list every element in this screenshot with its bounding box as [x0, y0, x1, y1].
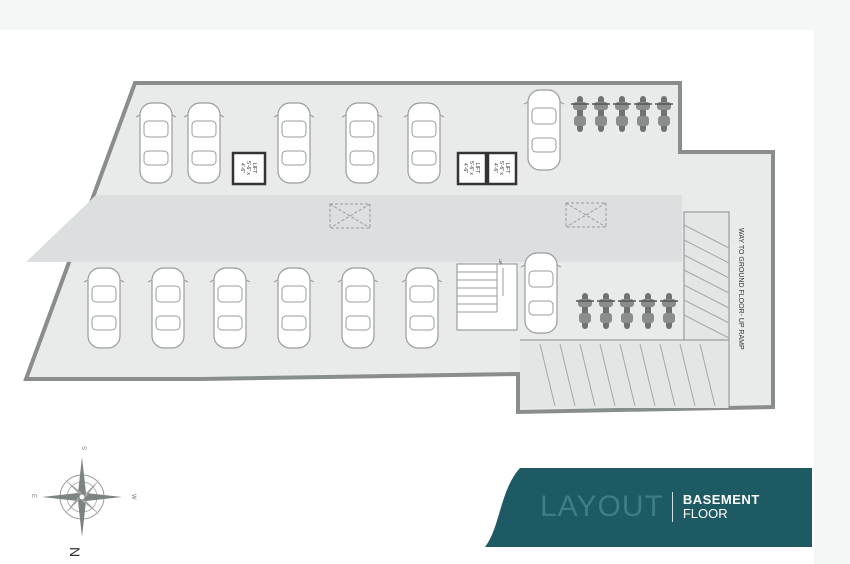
layout-title: LAYOUT — [540, 490, 664, 523]
staircase — [456, 263, 518, 331]
lift-3-size-w: 5'-6" x — [498, 161, 504, 175]
background-top — [0, 0, 850, 30]
lift-3-size-h: 4'-6" — [492, 163, 498, 173]
car-slot — [135, 102, 177, 184]
lift-1 — [231, 151, 267, 186]
compass-north: N — [67, 547, 83, 557]
title-separator — [671, 492, 673, 522]
title-banner — [485, 468, 812, 547]
floor-label-line2: FLOOR — [682, 506, 728, 521]
car-slot — [520, 252, 562, 334]
compass-east: E — [30, 494, 36, 498]
car-slot — [273, 102, 315, 184]
lift-3 — [486, 151, 518, 186]
car-slot — [273, 267, 315, 349]
lift-3-label: LIFT — [504, 163, 510, 173]
background-right — [814, 30, 850, 564]
title-block: LAYOUT BASEMENT FLOOR — [540, 490, 760, 523]
lift-2-label: LIFT — [474, 163, 480, 173]
compass-south: S — [80, 446, 86, 450]
up-label: UP — [498, 259, 503, 265]
lift-2-size-w: 5'-6" x — [468, 161, 474, 175]
ramp-label: WAY TO GROUND FLOOR- UP RAMP — [737, 228, 744, 350]
car-slot — [403, 102, 445, 184]
car-slot — [147, 267, 189, 349]
car-slot — [183, 102, 225, 184]
car-slot — [337, 267, 379, 349]
floor-label: BASEMENT FLOOR — [683, 493, 760, 521]
lift-2-size-h: 4'-6" — [462, 163, 468, 173]
car-slot — [523, 89, 565, 171]
car-slot — [401, 267, 443, 349]
car-slot — [83, 267, 125, 349]
car-slot — [341, 102, 383, 184]
compass-west: W — [130, 494, 136, 500]
floor-label-line1: BASEMENT — [682, 492, 760, 507]
lift-1-label: LIFT — [251, 163, 257, 173]
compass-rose — [42, 457, 122, 537]
car-slot — [209, 267, 251, 349]
lift-1-size-h: 4'-6" — [239, 163, 245, 173]
drive-lane — [26, 195, 682, 262]
lift-1-size-w: 5'-6" x — [245, 161, 251, 175]
ramp — [520, 211, 730, 408]
lift-2 — [456, 151, 488, 186]
